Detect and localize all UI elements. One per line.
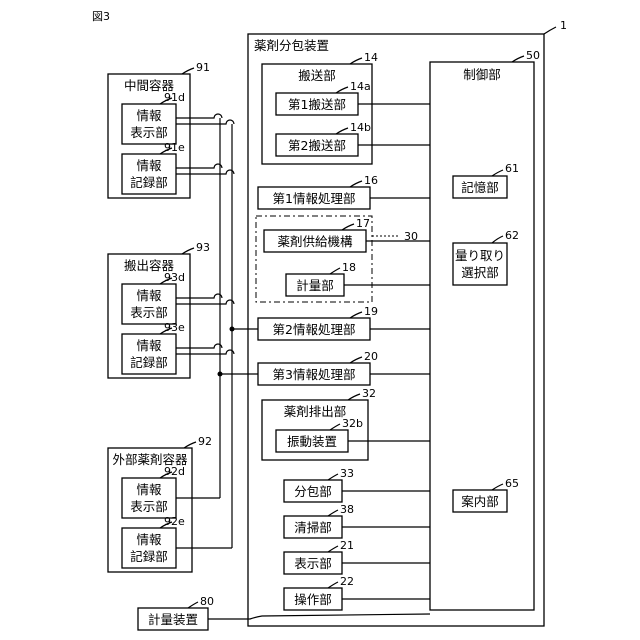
discharge-title: 薬剤排出部 — [284, 404, 347, 419]
weighing-select-line1: 量り取り — [455, 248, 505, 263]
cleaning-label: 清掃部 — [294, 520, 332, 535]
output-container-ref: 93 — [196, 241, 210, 254]
packaging-ref: 33 — [340, 467, 354, 480]
first-transport-label: 第1搬送部 — [288, 97, 346, 112]
transport-ref: 14 — [364, 51, 378, 64]
info-proc-1-label: 第1情報処理部 — [273, 191, 356, 206]
info-proc-1-ref: 16 — [364, 174, 378, 187]
external-container-ref: 92 — [198, 435, 212, 448]
guide-label: 案内部 — [461, 494, 499, 509]
info-proc-2-label: 第2情報処理部 — [273, 322, 356, 337]
controller-box — [430, 62, 534, 610]
figure-label: 図3 — [92, 10, 110, 23]
vibration-ref: 32b — [342, 417, 363, 430]
apparatus-leader — [544, 27, 556, 34]
display-label: 表示部 — [294, 556, 332, 571]
operation-label: 操作部 — [294, 592, 332, 607]
intermediate-container-ref: 91 — [196, 61, 210, 74]
intermediate-info-record-line2: 記録部 — [130, 175, 168, 190]
output-info-display-line1: 情報 — [136, 288, 162, 303]
transport-title: 搬送部 — [298, 68, 336, 83]
apparatus-title: 薬剤分包装置 — [254, 38, 329, 53]
weighing-ref: 18 — [342, 261, 356, 274]
intermediate-info-record-ref: 91e — [164, 141, 185, 154]
external-info-record-line2: 記録部 — [130, 549, 168, 564]
external-container-leader — [184, 442, 196, 448]
weighing-device-leader — [188, 602, 198, 608]
output-info-record-ref: 93e — [164, 321, 185, 334]
output-info-display-line2: 表示部 — [130, 305, 168, 320]
apparatus-ref: 1 — [560, 19, 567, 32]
second-transport-label: 第2搬送部 — [288, 138, 346, 153]
packaging-label: 分包部 — [294, 484, 332, 499]
intermediate-container-leader — [182, 68, 194, 74]
guide-ref: 65 — [505, 477, 519, 490]
output-info-record-line1: 情報 — [136, 338, 162, 353]
external-info-record-line1: 情報 — [136, 532, 162, 547]
weighing-device-label: 計量装置 — [148, 612, 198, 627]
info-proc-2-ref: 19 — [364, 305, 378, 318]
storage-ref: 61 — [505, 162, 519, 175]
external-info-display-ref: 92d — [164, 465, 185, 478]
external-info-display-line2: 表示部 — [130, 499, 168, 514]
intermediate-info-display-ref: 91d — [164, 91, 185, 104]
weighing-select-line2: 選択部 — [461, 265, 499, 280]
output-info-display-ref: 93d — [164, 271, 185, 284]
display-ref: 21 — [340, 539, 354, 552]
vibration-label: 振動装置 — [287, 434, 337, 449]
weighing-label: 計量部 — [296, 278, 334, 293]
intermediate-info-display-line2: 表示部 — [130, 125, 168, 140]
operation-ref: 22 — [340, 575, 354, 588]
supply-label: 薬剤供給機構 — [277, 234, 353, 249]
discharge-ref: 32 — [362, 387, 376, 400]
intermediate-info-display-line1: 情報 — [136, 108, 162, 123]
weighing-select-ref: 62 — [505, 229, 519, 242]
first-transport-ref: 14a — [350, 80, 371, 93]
info-proc-3-label: 第3情報処理部 — [273, 367, 356, 382]
supply-ref: 17 — [356, 217, 370, 230]
output-info-record-line2: 記録部 — [130, 355, 168, 370]
output-container-leader — [182, 248, 194, 254]
storage-label: 記憶部 — [461, 180, 499, 195]
controller-title: 制御部 — [463, 67, 501, 82]
controller-ref: 50 — [526, 49, 540, 62]
second-transport-ref: 14b — [350, 121, 371, 134]
external-info-record-ref: 92e — [164, 515, 185, 528]
external-info-display-line1: 情報 — [136, 482, 162, 497]
intermediate-info-record-line1: 情報 — [136, 158, 162, 173]
cleaning-ref: 38 — [340, 503, 354, 516]
weighing-device-ref: 80 — [200, 595, 214, 608]
info-proc-3-ref: 20 — [364, 350, 378, 363]
